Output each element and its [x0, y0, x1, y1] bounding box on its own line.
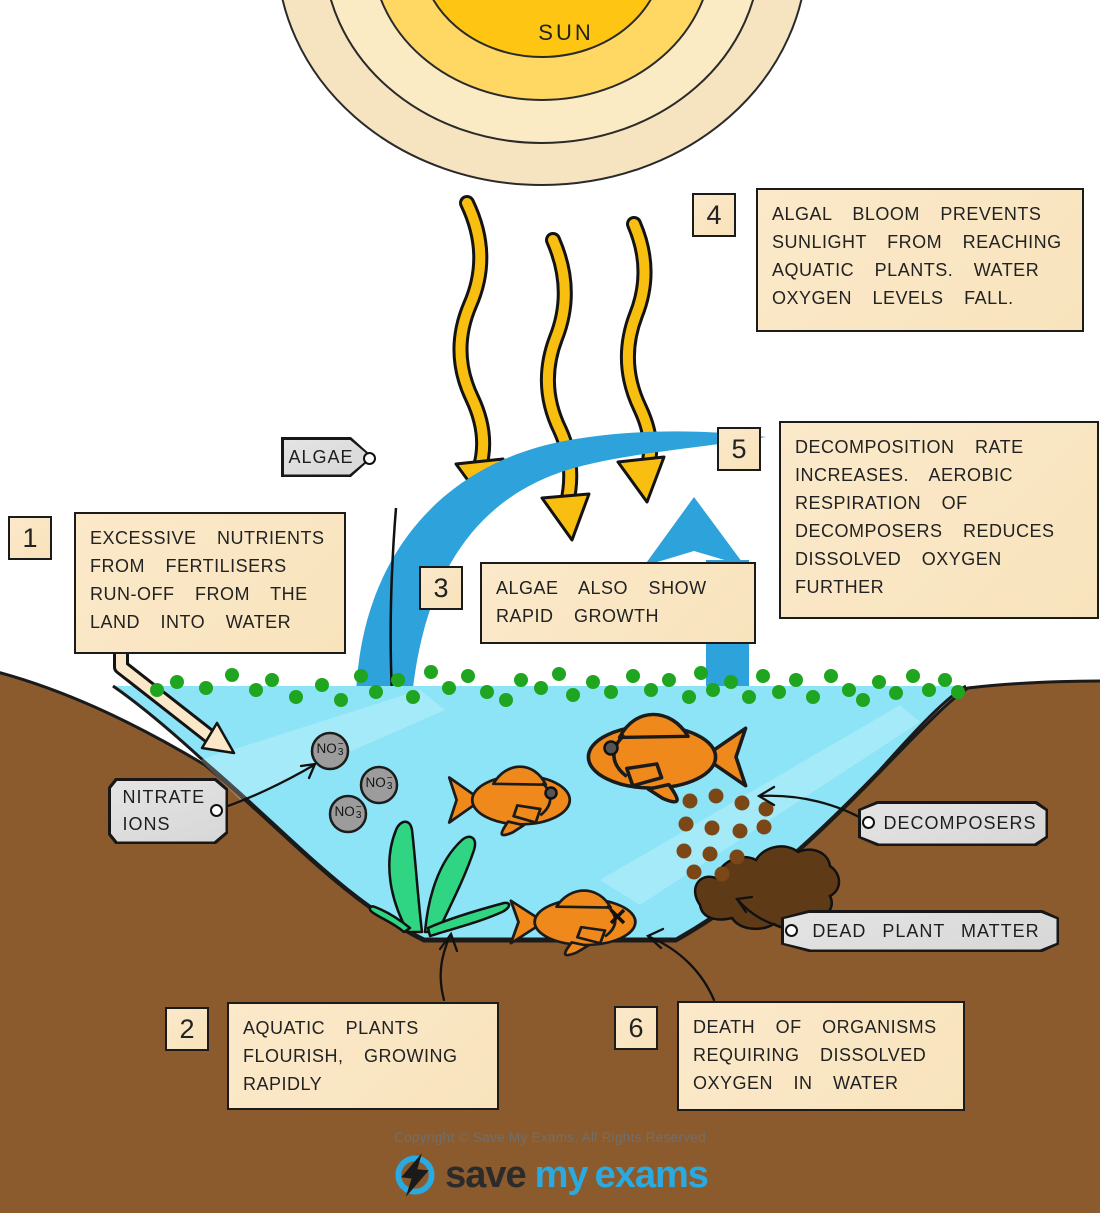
nitrate-ion-label: NO−3 [310, 739, 350, 758]
decomposers-tag: DECOMPOSERS [858, 801, 1048, 846]
step-6-number: 6 [614, 1006, 658, 1050]
logo-exams: exams [594, 1153, 709, 1196]
logo-my: my [534, 1153, 589, 1196]
algae-tag: ALGAE [281, 437, 373, 477]
algae-tag-label: ALGAE [283, 439, 371, 475]
algae-tag-connector [363, 452, 376, 465]
dead-plant-matter-tag: DEAD PLANT MATTER [781, 910, 1059, 952]
nitrate-ion-icons [310, 731, 399, 834]
sun-label: SUN [538, 20, 594, 45]
algae-dots [150, 665, 965, 707]
ion-subscript: 3 [355, 810, 362, 821]
step-3-text: ALGAE ALSO SHOW RAPID GROWTH [480, 562, 756, 644]
aquatic-plant-icon [368, 820, 511, 938]
step-5-text: DECOMPOSITION RATE INCREASES. AEROBIC RE… [779, 421, 1099, 619]
nitrate-ion-label: NO−3 [359, 773, 399, 792]
decomposer-dots [676, 788, 774, 882]
nitrate-ions-tag: NITRATE IONS [108, 778, 228, 844]
logo-save: save [445, 1153, 527, 1196]
dead-fish-icon [509, 889, 637, 957]
dead-plant-tag-connector [785, 924, 798, 937]
ion-charge: − [386, 773, 393, 784]
lightning-bolt-icon [395, 1153, 435, 1197]
nitrate-tag-connector [210, 804, 223, 817]
ion-base: NO [365, 774, 386, 790]
sun-icon [281, 0, 803, 186]
step-1-number: 1 [8, 516, 52, 560]
step-5-number: 5 [717, 427, 761, 471]
ion-subscript: 3 [337, 747, 344, 758]
step-4-number: 4 [692, 193, 736, 237]
nitrate-ion-label: NO−3 [328, 802, 368, 821]
step-4-text: ALGAL BLOOM PREVENTS SUNLIGHT FROM REACH… [756, 188, 1084, 332]
decomposers-tag-connector [862, 816, 875, 829]
ion-charge: − [337, 739, 344, 750]
decomposers-tag-label: DECOMPOSERS [860, 803, 1046, 844]
step-3-number: 3 [419, 566, 463, 610]
copyright-text: Copyright © Save My Exams. All Rights Re… [394, 1130, 706, 1145]
fish-icon [447, 712, 748, 837]
step-2-number: 2 [165, 1007, 209, 1051]
ion-base: NO [316, 740, 337, 756]
nitrate-tag-label: NITRATE IONS [110, 780, 226, 842]
ion-subscript: 3 [386, 781, 393, 792]
step-6-text: DEATH OF ORGANISMS REQUIRING DISSOLVED O… [677, 1001, 965, 1111]
step-1-text: EXCESSIVE NUTRIENTS FROM FERTILISERS RUN… [74, 512, 346, 654]
step-2-text: AQUATIC PLANTS FLOURISH, GROWING RAPIDLY [227, 1002, 499, 1110]
dead-plant-tag-label: DEAD PLANT MATTER [783, 912, 1057, 950]
ion-base: NO [334, 803, 355, 819]
ion-charge: − [355, 802, 362, 813]
